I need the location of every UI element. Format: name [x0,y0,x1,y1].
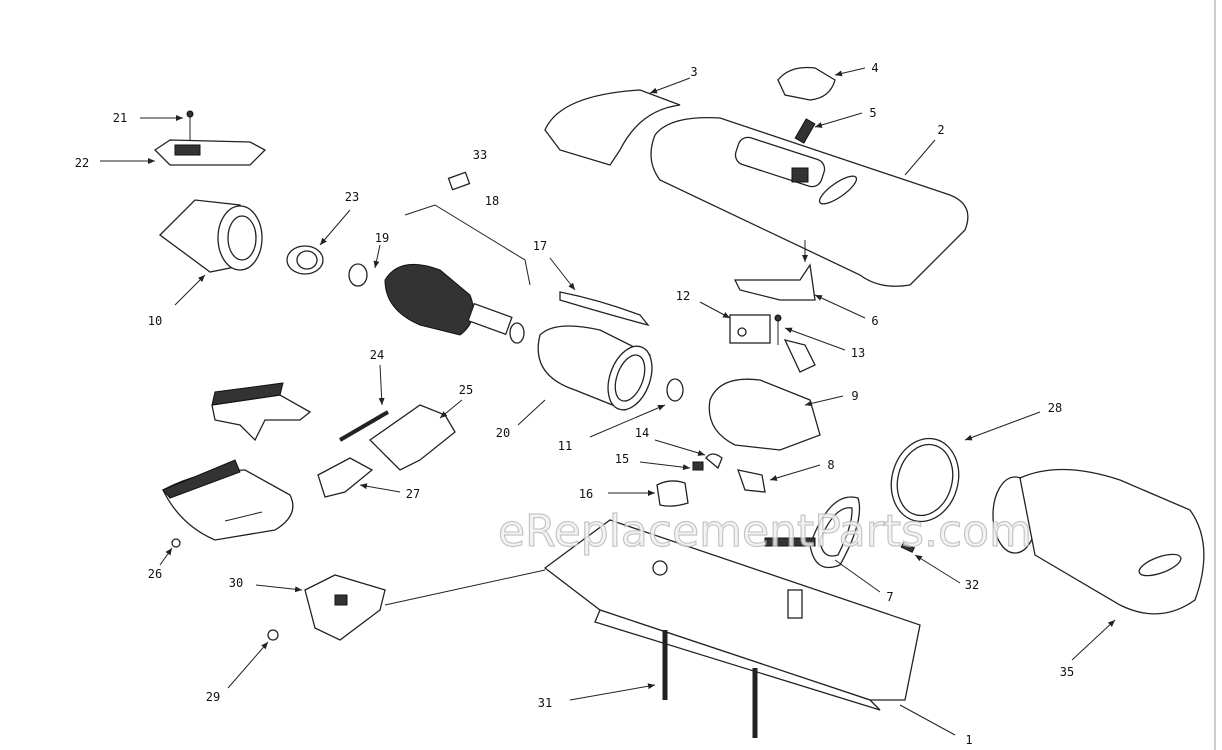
watermark: eReplacementParts.com [498,506,1032,557]
part-labels: 1 2 3 4 5 6 7 8 9 10 11 12 13 14 15 16 1… [75,61,1074,747]
leader-lines [100,67,1116,736]
label-part-15: 15 [615,452,629,466]
label-part-24: 24 [370,348,384,362]
label-part-27: 27 [406,487,420,501]
label-part-29: 29 [206,690,220,704]
part-23-bearing [286,245,324,275]
label-part-33: 33 [473,148,487,162]
label-part-6: 6 [871,314,878,328]
label-part-19: 19 [375,231,389,245]
part-6-switch-lever [733,263,816,301]
part-22-blade-drive [153,139,267,166]
label-part-13: 13 [851,346,865,360]
part-20-motor-can [537,325,653,411]
label-part-23: 23 [345,190,359,204]
label-part-26: 26 [148,567,162,581]
part-31-screws [662,630,758,738]
part-10-head-housing [159,199,263,273]
part-8-contact [737,469,766,493]
label-part-7: 7 [886,590,893,604]
part-25-clip [368,404,456,471]
part-4-switch-button [777,66,836,101]
label-part-31: 31 [538,696,552,710]
part-17-brush-holder [559,291,650,327]
label-part-14: 14 [635,426,649,440]
label-part-8: 8 [827,458,834,472]
part-28-o-ring [890,437,960,523]
part-15-spring [692,461,704,471]
label-part-18: 18 [485,194,499,208]
label-part-32: 32 [965,578,979,592]
part-30-latch [304,574,386,641]
part-7-gasket [764,496,861,569]
label-part-20: 20 [496,426,510,440]
part-32-pin [900,541,915,553]
label-part-2: 2 [937,123,944,137]
part-24-pin [338,410,390,442]
label-part-3: 3 [690,65,697,79]
part-19-armature [348,263,525,344]
part-11-bearing [666,378,684,402]
label-part-1: 1 [965,733,972,747]
label-part-35: 35 [1060,665,1074,679]
part-26-screw [171,538,181,548]
label-part-5: 5 [869,106,876,120]
part-3-front-cover [544,89,681,166]
part-16-sleeve [656,480,689,507]
part-5-spring [794,118,816,144]
part-2-top-housing [650,116,969,287]
part-33-pad [447,171,471,191]
label-part-10: 10 [148,314,162,328]
part-blade-lower [162,459,294,541]
label-part-17: 17 [533,239,547,253]
label-part-21: 21 [113,111,127,125]
label-part-22: 22 [75,156,89,170]
part-blade-upper [211,382,312,442]
part-29-screw [267,629,279,641]
label-part-4: 4 [871,61,878,75]
label-part-28: 28 [1048,401,1062,415]
label-part-30: 30 [229,576,243,590]
label-part-25: 25 [459,383,473,397]
part-27-blade-guide [317,457,374,498]
label-part-12: 12 [676,289,690,303]
part-14-contact [705,453,723,470]
label-part-11: 11 [558,439,572,453]
label-part-9: 9 [851,389,858,403]
part-9-switch-frame [708,339,821,451]
part-13-screw [774,314,782,345]
part-12-brush-block [729,314,771,344]
part-35-battery-cap [992,468,1205,615]
part-21-screw [186,110,194,140]
label-part-16: 16 [579,487,593,501]
